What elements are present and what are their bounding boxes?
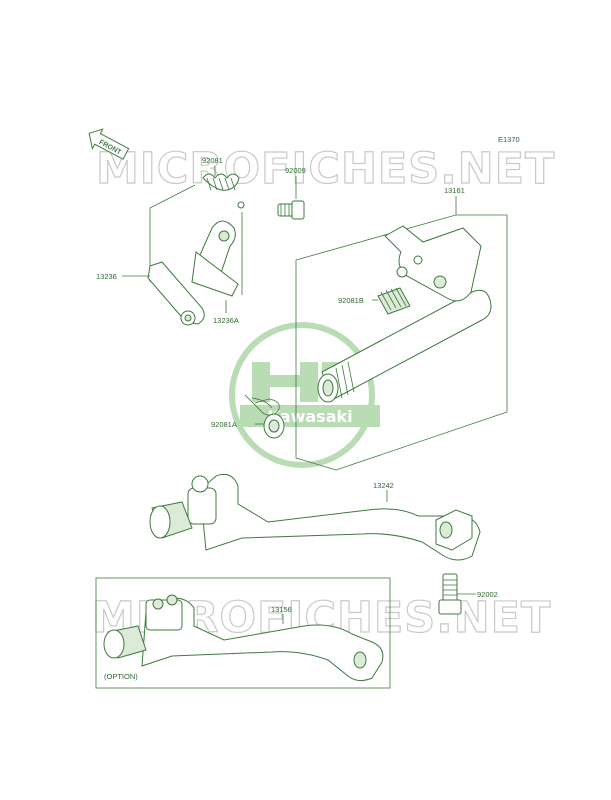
part-label-13242: 13242 [373, 481, 394, 490]
spring-92081b [377, 287, 411, 315]
shift-shaft-13161 [317, 225, 492, 403]
arm-13236 [147, 261, 205, 326]
bolt-92009 [277, 200, 305, 220]
part-label-92081b: 92081B [338, 296, 364, 305]
part-label-13236: 13236 [96, 272, 117, 281]
part-label-13156: 13156 [271, 605, 292, 614]
shift-arm-group [122, 166, 305, 326]
bracket-13236a [191, 220, 239, 297]
option-group: (OPTION) [95, 577, 391, 689]
spring-92081a [244, 394, 285, 439]
shift-pedal-13242 [149, 473, 481, 561]
kawasaki-logo: Kawasaki [229, 322, 380, 468]
part-label-13161: 13161 [444, 186, 465, 195]
bolt-92002 [438, 573, 476, 615]
figure-code: E1370 [498, 135, 520, 144]
option-frame [95, 577, 391, 689]
part-label-92081a: 92081A [211, 420, 237, 429]
watermark-top: MICROFICHES.NET [96, 144, 555, 194]
shift-pedal-13156 [103, 594, 384, 682]
part-label-92002: 92002 [477, 590, 498, 599]
part-label-92009: 92009 [285, 166, 306, 175]
shift-shaft-group [244, 196, 508, 471]
spring-92081 [202, 173, 245, 209]
logo-wordmark: Kawasaki [267, 407, 352, 426]
part-label-13236a: 13236A [213, 316, 239, 325]
part-label-92081: 92081 [202, 156, 223, 165]
option-label: (OPTION) [104, 672, 138, 681]
